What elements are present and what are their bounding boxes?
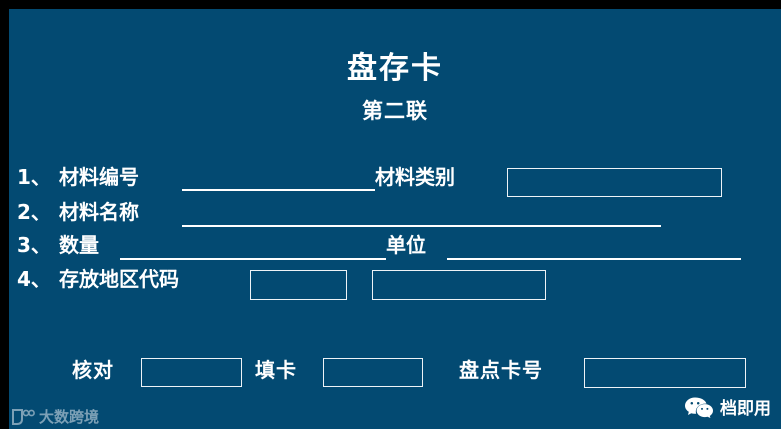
row-3-label-unit: 单位: [386, 233, 426, 257]
material-category-box[interactable]: [507, 168, 722, 197]
unit-rule[interactable]: [447, 258, 741, 260]
quantity-rule[interactable]: [120, 258, 386, 260]
page-title: 盘存卡: [347, 51, 443, 86]
watermark-left: 大数跨境: [11, 406, 99, 427]
footer-label-checked-by: 核对: [72, 358, 114, 382]
checked-by-box[interactable]: [141, 358, 242, 387]
row-1-label-material-category: 材料类别: [375, 165, 455, 189]
row-1-number: 1、: [17, 165, 51, 189]
watermark-right: 档即用: [684, 394, 771, 419]
row-3-label-quantity: 数量: [59, 233, 99, 257]
row-3-number: 3、: [17, 233, 51, 257]
row-1-label-material-code: 材料编号: [59, 165, 139, 189]
row-4-number: 4、: [17, 267, 51, 291]
material-name-rule[interactable]: [182, 225, 661, 227]
storage-area-code-box-2[interactable]: [372, 270, 546, 300]
inventory-card-no-box[interactable]: [584, 358, 746, 388]
watermark-right-text: 档即用: [720, 399, 771, 419]
footer-label-filled-by: 填卡: [255, 358, 297, 382]
page-subtitle: 第二联: [362, 99, 428, 123]
row-4-label-storage-area-code: 存放地区代码: [59, 267, 179, 291]
wechat-icon: [684, 396, 714, 418]
dashukuajing-logo-icon: [11, 408, 35, 426]
watermark-left-text: 大数跨境: [39, 408, 100, 426]
material-code-rule[interactable]: [182, 189, 375, 191]
storage-area-code-box-1[interactable]: [250, 270, 347, 300]
row-2-label-material-name: 材料名称: [59, 200, 139, 224]
footer-label-card-no: 盘点卡号: [459, 358, 543, 382]
filled-by-box[interactable]: [323, 358, 423, 387]
row-2-number: 2、: [17, 200, 51, 224]
inventory-card: 盘存卡 第二联 1、 材料编号 材料类别 2、 材料名称 3、 数量 单位 4、…: [9, 9, 781, 429]
